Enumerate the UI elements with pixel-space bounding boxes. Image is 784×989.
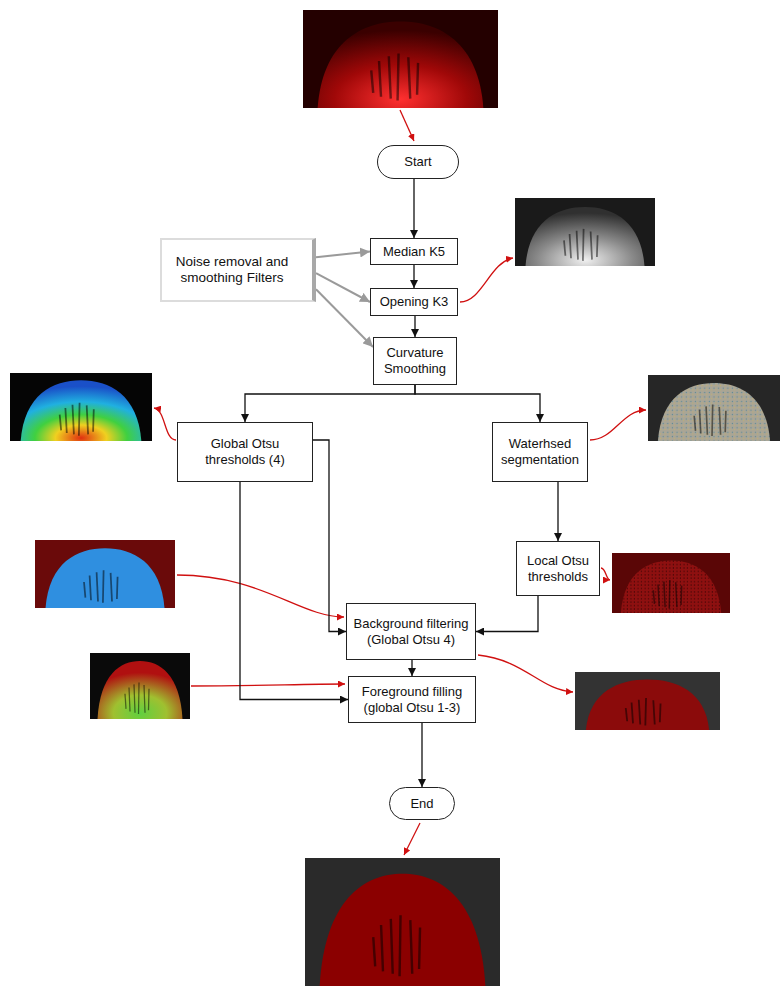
oval-border — [378, 146, 459, 179]
oval-border — [390, 788, 455, 820]
leader-arrow — [460, 258, 513, 302]
flow-arrow — [557, 482, 558, 541]
process-box: Curvature Smoothing — [373, 337, 457, 385]
process-box: Foreground filling (global Otsu 1-3) — [348, 676, 476, 723]
flow-arrow — [415, 385, 540, 422]
leader-arrow — [590, 410, 646, 440]
process-box: Background filtering (Global Otsu 4) — [346, 603, 476, 660]
flow-arrow — [476, 596, 538, 632]
leader-arrow — [154, 408, 176, 440]
node-label: Global Otsu thresholds (4) — [184, 436, 306, 467]
node-label: Background filtering (Global Otsu 4) — [353, 616, 469, 647]
leader-arrow — [478, 655, 573, 692]
flow-arrow — [413, 179, 414, 238]
process-box: Global Otsu thresholds (4) — [177, 422, 313, 482]
flow-arrow — [245, 385, 415, 422]
micrograph — [515, 198, 655, 266]
node-label: Median K5 — [383, 244, 445, 260]
node-label: Noise removal and smoothing Filters — [170, 254, 294, 286]
filter-pointer — [316, 252, 370, 258]
node-label: End — [410, 796, 433, 812]
node-label: Waterhsed segmentation — [499, 436, 581, 467]
leader-arrow — [191, 684, 345, 686]
process-box: Local Otsu thresholds — [516, 541, 600, 596]
terminal-oval: End — [389, 787, 455, 820]
micrograph — [303, 10, 498, 108]
leader-arrow — [601, 568, 610, 580]
node-label: Local Otsu thresholds — [523, 553, 593, 584]
node-label: Curvature Smoothing — [380, 345, 450, 376]
micrograph — [648, 375, 780, 441]
process-box: Opening K3 — [370, 288, 458, 316]
flow-arrow — [413, 265, 414, 288]
micrograph — [10, 373, 152, 441]
micrograph — [90, 653, 190, 719]
process-box: Median K5 — [370, 238, 458, 265]
process-box: Waterhsed segmentation — [492, 422, 588, 482]
flow-arrow — [240, 482, 348, 700]
leader-arrow — [404, 823, 420, 855]
leader-arrow — [400, 110, 414, 141]
flow-arrow — [313, 440, 346, 632]
micrograph — [35, 540, 175, 608]
micrograph — [575, 672, 720, 730]
note-bracket: Noise removal and smoothing Filters — [160, 238, 316, 302]
filter-pointer — [316, 289, 373, 347]
terminal-oval: Start — [377, 145, 459, 179]
flow-arrow — [414, 316, 415, 337]
micrograph — [305, 858, 500, 986]
micrograph — [612, 553, 730, 613]
node-label: Start — [404, 154, 431, 170]
node-label: Foreground filling (global Otsu 1-3) — [355, 684, 469, 715]
flow-arrow — [411, 660, 412, 676]
node-label: Opening K3 — [380, 294, 449, 310]
flow-arrow — [421, 723, 422, 787]
leader-arrow — [177, 575, 344, 617]
